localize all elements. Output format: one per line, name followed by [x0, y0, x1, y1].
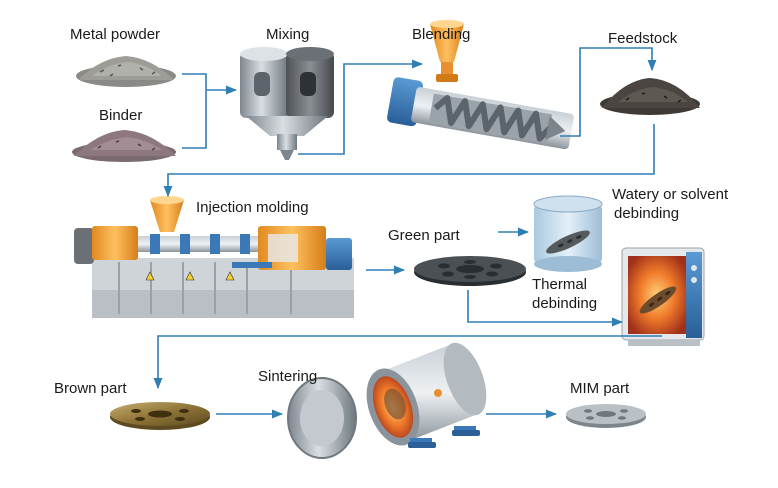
label-green-part: Green part	[388, 227, 460, 244]
sintering-furnace	[287, 342, 487, 459]
metal-powder-pile	[76, 56, 176, 87]
label-feedstock: Feedstock	[608, 30, 678, 47]
thermal-debinding-oven	[621, 247, 705, 346]
solvent-debinding-beaker	[533, 195, 603, 272]
label-metal-powder: Metal powder	[70, 26, 161, 43]
flow-arrows	[153, 47, 662, 419]
feedstock-pile	[600, 78, 700, 115]
label-injection-molding: Injection molding	[196, 199, 309, 216]
arrow-powder-binder-to-mixing	[182, 73, 207, 149]
blending-extruder	[387, 20, 574, 150]
label-watery-debinding-2: debinding	[614, 205, 680, 222]
label-mixing: Mixing	[266, 26, 310, 43]
label-brown-part: Brown part	[54, 380, 127, 397]
arrow-feedstock-to-injection	[163, 124, 655, 198]
label-mim-part: MIM part	[570, 380, 630, 397]
green-part-disc	[414, 256, 526, 286]
label-sintering: Sintering	[258, 368, 318, 385]
label-blending: Blending	[412, 26, 471, 43]
arrow-mixing-to-blending	[298, 59, 424, 155]
label-thermal-debinding-2: debinding	[532, 295, 598, 312]
binder-pile	[72, 130, 176, 162]
label-watery-debinding-1: Watery or solvent	[612, 186, 729, 203]
label-thermal-debinding-1: Thermal	[532, 276, 588, 293]
arrow-green-to-thermal	[467, 290, 624, 327]
injection-molding-machine	[74, 196, 354, 318]
brown-part-disc	[110, 402, 210, 430]
arrow-thermal-to-brown	[153, 335, 662, 390]
label-binder: Binder	[99, 107, 143, 124]
arrow-blending-to-feedstock	[560, 47, 657, 137]
mim-part-disc	[566, 404, 646, 428]
mixer-machine	[240, 47, 334, 160]
